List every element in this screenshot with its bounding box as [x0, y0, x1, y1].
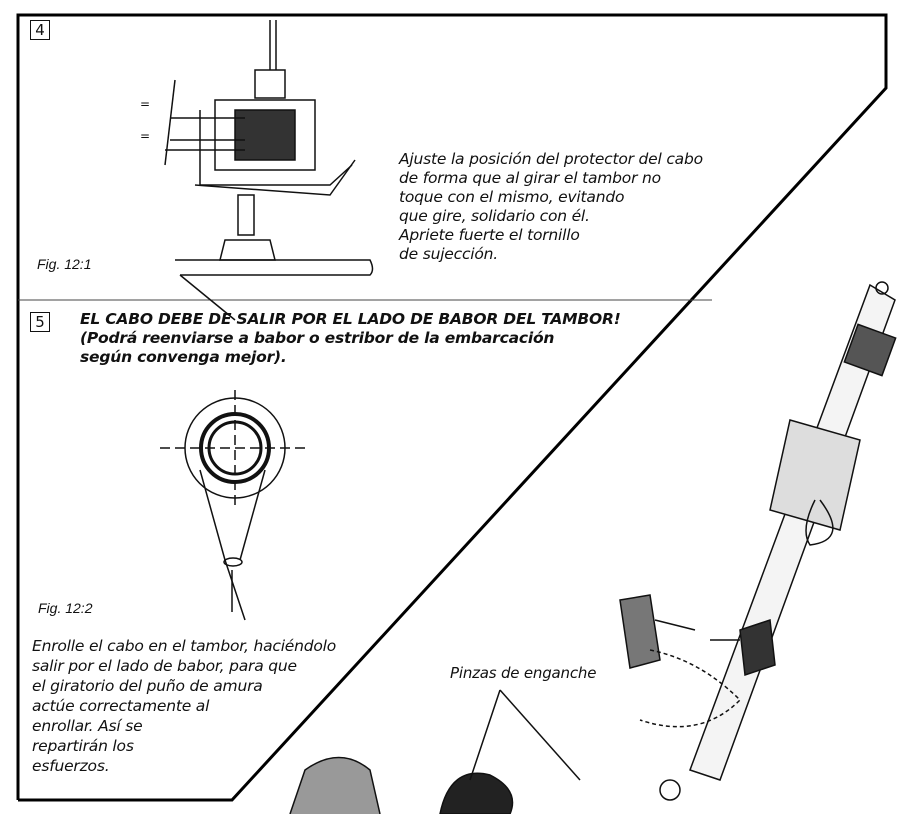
heading-line: EL CABO DEBE DE SALIR POR EL LADO DE BAB…	[80, 310, 621, 328]
figure-12-1-caption: Fig. 12:1	[37, 256, 92, 272]
text-line: el giratorio del puño de amura	[32, 677, 263, 695]
text-line: salir por el lado de babor, para que	[32, 657, 297, 675]
text-line: enrollar. Así se	[32, 717, 143, 735]
text-line: Enrolle el cabo en el tambor, haciéndolo	[32, 637, 337, 655]
text-line: actúe correctamente al	[32, 697, 210, 715]
svg-text:=: =	[140, 97, 150, 111]
text-line: repartirán los	[32, 737, 134, 755]
svg-text:=: =	[140, 129, 150, 143]
heading-line: según convenga mejor).	[80, 348, 287, 366]
text-line: que gire, solidario con él.	[399, 207, 590, 225]
clips-callout-label: Pinzas de enganche	[450, 664, 597, 682]
text-line: esfuerzos.	[32, 757, 110, 775]
text-line: Ajuste la posición del protector del cab…	[399, 150, 703, 168]
heading-line: (Podrá reenviarse a babor o estribor de …	[80, 329, 555, 347]
drum-protector-drawing: = =	[140, 20, 374, 321]
step-4-number: 4	[30, 20, 50, 40]
drum-top-view-drawing	[160, 390, 310, 621]
text-line: de forma que al girar el tambor no	[399, 169, 661, 187]
text-line: Apriete fuerte el tornillo	[399, 226, 580, 244]
clip-parts-drawing	[289, 689, 581, 814]
text-line: de sujección.	[399, 245, 499, 263]
step-5-number: 5	[30, 312, 50, 332]
figure-12-2-caption: Fig. 12:2	[38, 600, 93, 616]
section-frame	[16, 13, 888, 802]
text-line: toque con el mismo, evitando	[399, 188, 625, 206]
furler-assembly-drawing	[619, 281, 897, 801]
